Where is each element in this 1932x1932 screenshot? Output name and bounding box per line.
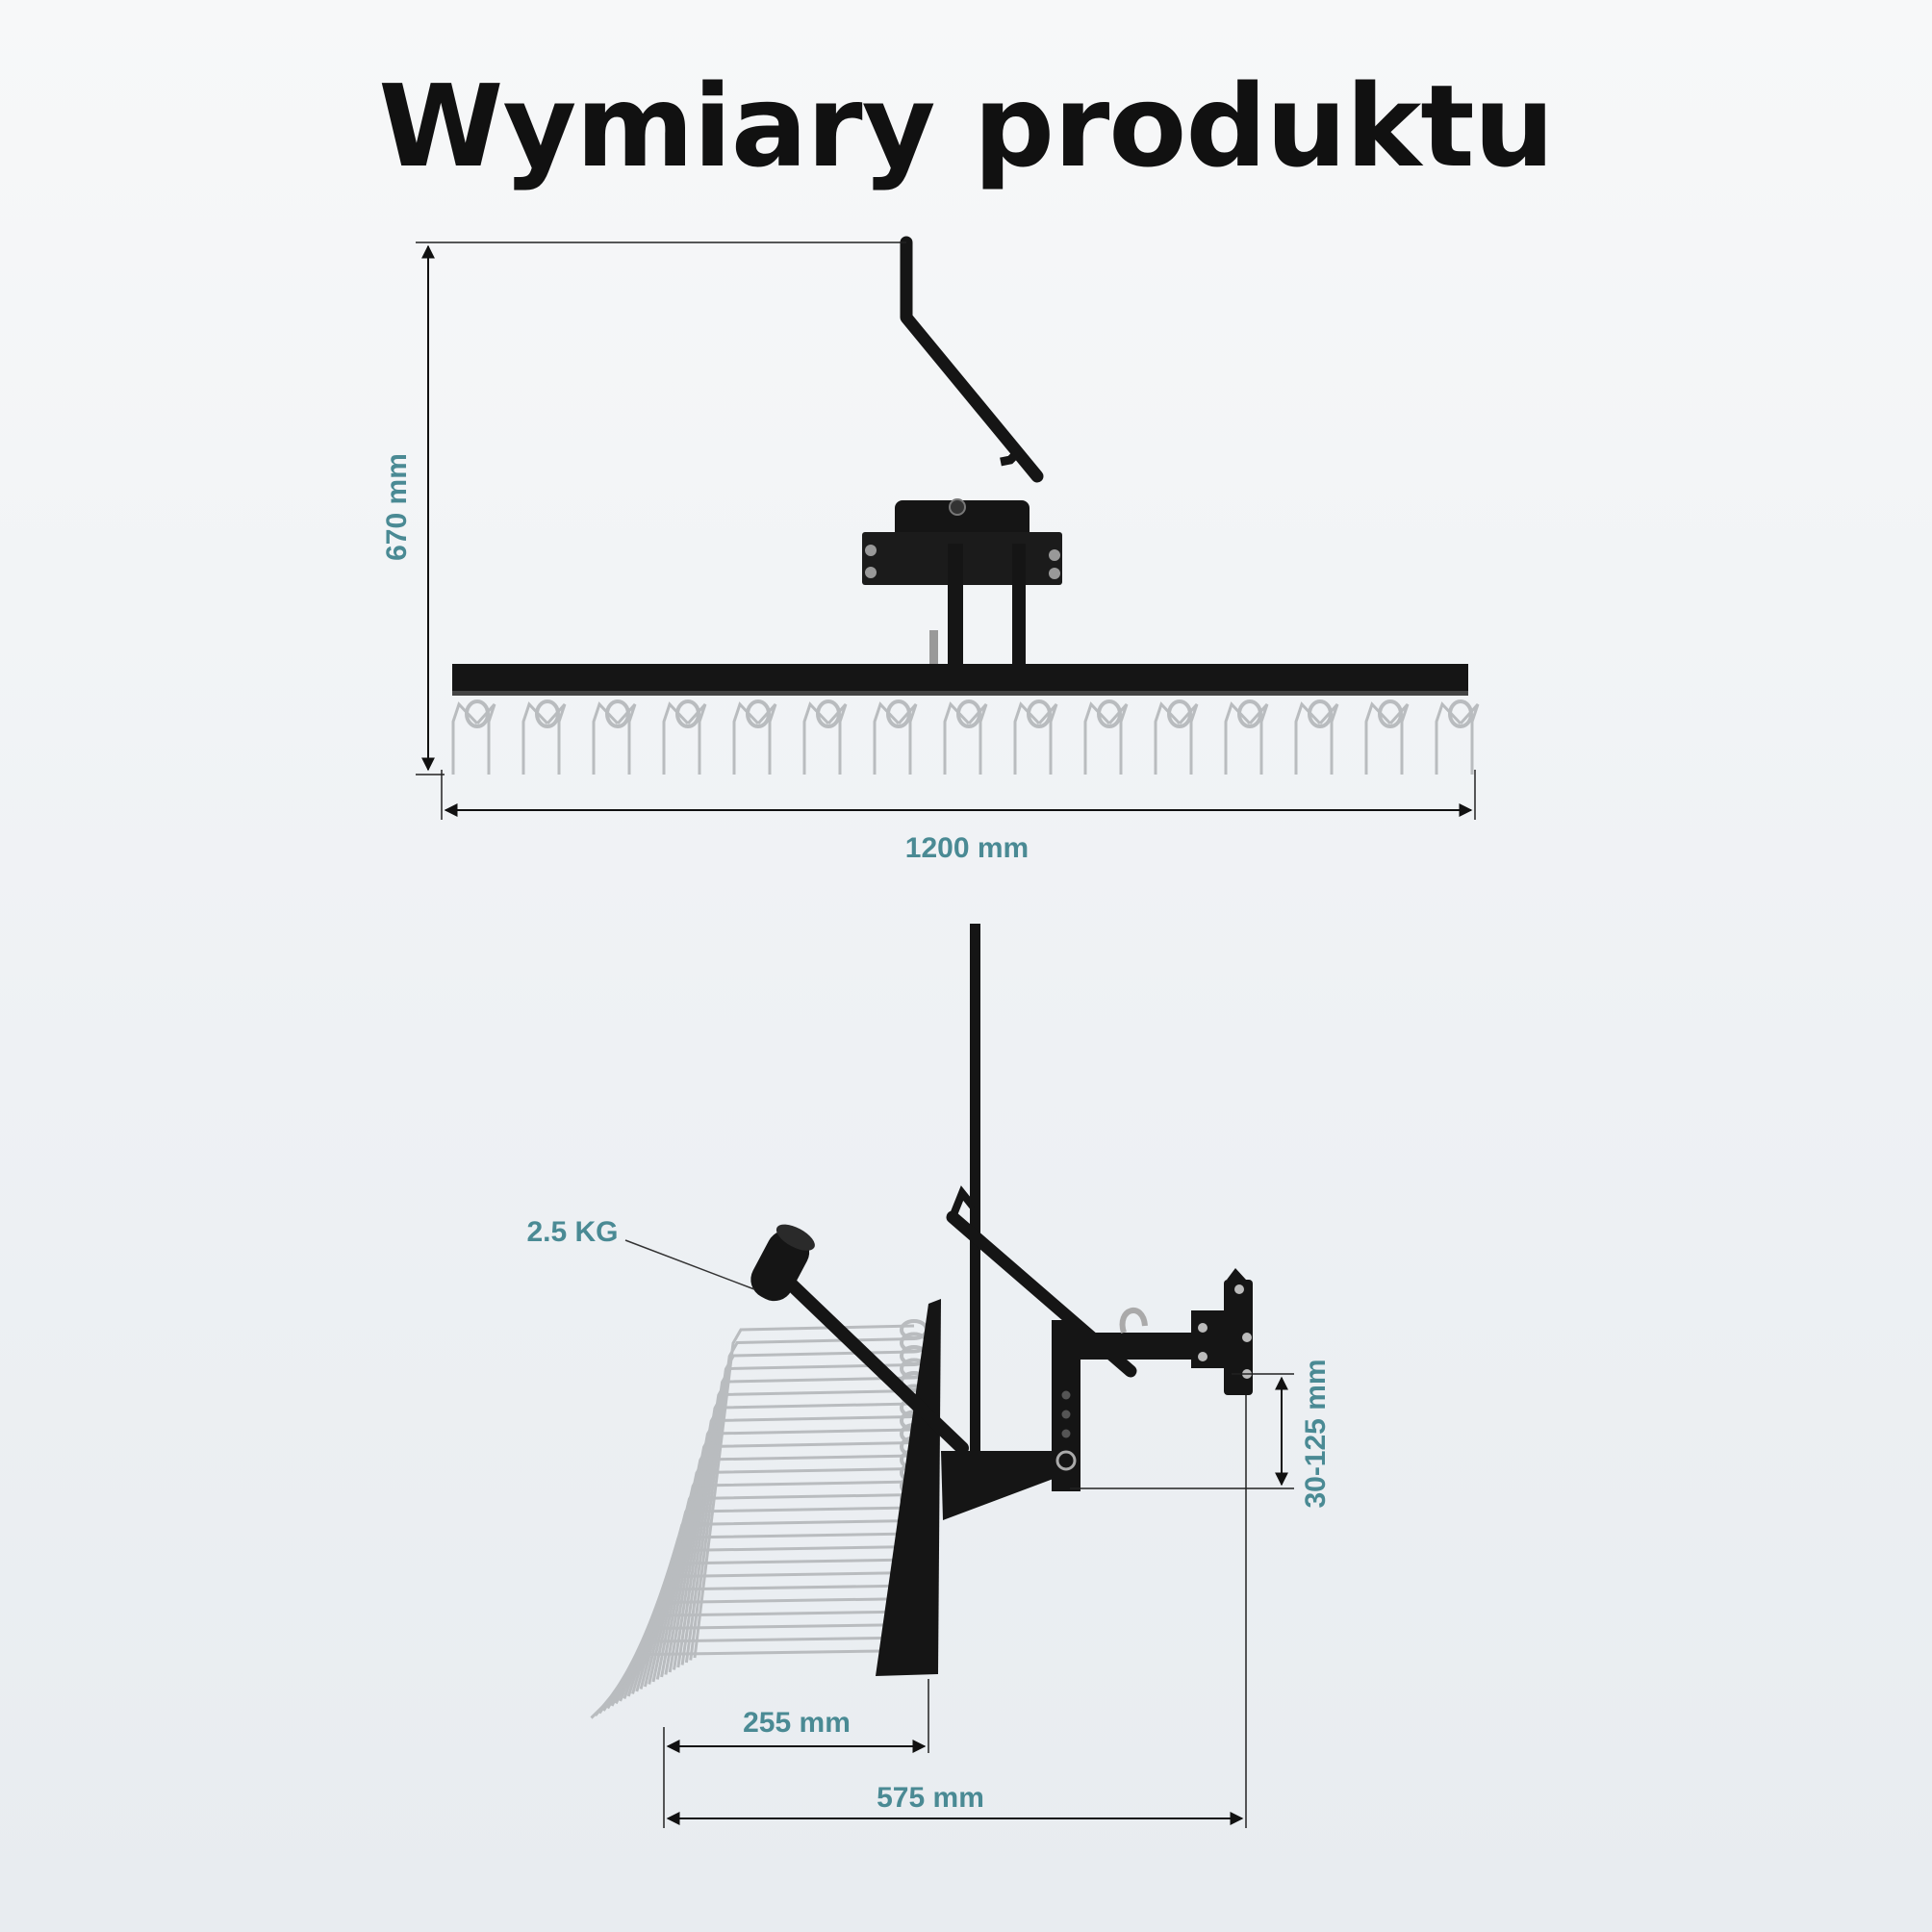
side-tine (684, 1350, 915, 1664)
side-tine (664, 1415, 915, 1675)
tine (451, 701, 479, 775)
tine (897, 702, 918, 775)
side-tine (655, 1441, 915, 1680)
side-tine (590, 1649, 915, 1719)
adjustment-dimension (1070, 1373, 1294, 1828)
side-tine (689, 1337, 915, 1661)
weight-label: 2.5 KG (526, 1216, 618, 1248)
weight-leader-line (624, 1239, 755, 1290)
tine (1037, 702, 1058, 775)
tine (1224, 701, 1252, 775)
front-view-rake (451, 236, 1480, 775)
tine (475, 702, 496, 775)
side-tine (597, 1623, 915, 1715)
width-dimension (441, 770, 1476, 820)
tine (1435, 701, 1462, 775)
tine (732, 701, 760, 775)
tine (1364, 701, 1392, 775)
tine (592, 701, 620, 775)
tine (616, 702, 637, 775)
side-tine (594, 1636, 915, 1716)
tine (967, 702, 988, 775)
side-tine (648, 1467, 915, 1685)
tine (943, 701, 971, 775)
tine (1178, 702, 1199, 775)
tine (1294, 701, 1322, 775)
tine (826, 702, 848, 775)
side-view-rake (590, 924, 1253, 1719)
tine (1107, 702, 1129, 775)
tine (873, 701, 901, 775)
front-tines (451, 699, 1480, 775)
width-label: 1200 mm (905, 832, 1029, 864)
tine (1154, 701, 1182, 775)
length-label: 575 mm (877, 1782, 984, 1814)
tine (1013, 701, 1041, 775)
page-title: Wymiary produktu (378, 60, 1554, 192)
tine (802, 701, 830, 775)
height-dimension (416, 242, 906, 775)
tine (1248, 702, 1269, 775)
side-tine (676, 1376, 915, 1668)
side-tine (668, 1402, 915, 1673)
tine (1318, 702, 1339, 775)
tine (662, 701, 690, 775)
tine (756, 702, 777, 775)
adjustment-label: 30-125 mm (1300, 1359, 1332, 1508)
tine (546, 702, 567, 775)
tine (1083, 701, 1111, 775)
tine (1459, 702, 1480, 775)
tine-depth-label: 255 mm (743, 1707, 851, 1739)
tine-depth-dimension (663, 1679, 929, 1828)
side-tine (639, 1493, 915, 1690)
tine (521, 701, 549, 775)
tine (686, 702, 707, 775)
side-tine (673, 1389, 915, 1670)
tine (1388, 702, 1410, 775)
side-tines (590, 1319, 928, 1719)
height-label: 670 mm (381, 453, 413, 561)
